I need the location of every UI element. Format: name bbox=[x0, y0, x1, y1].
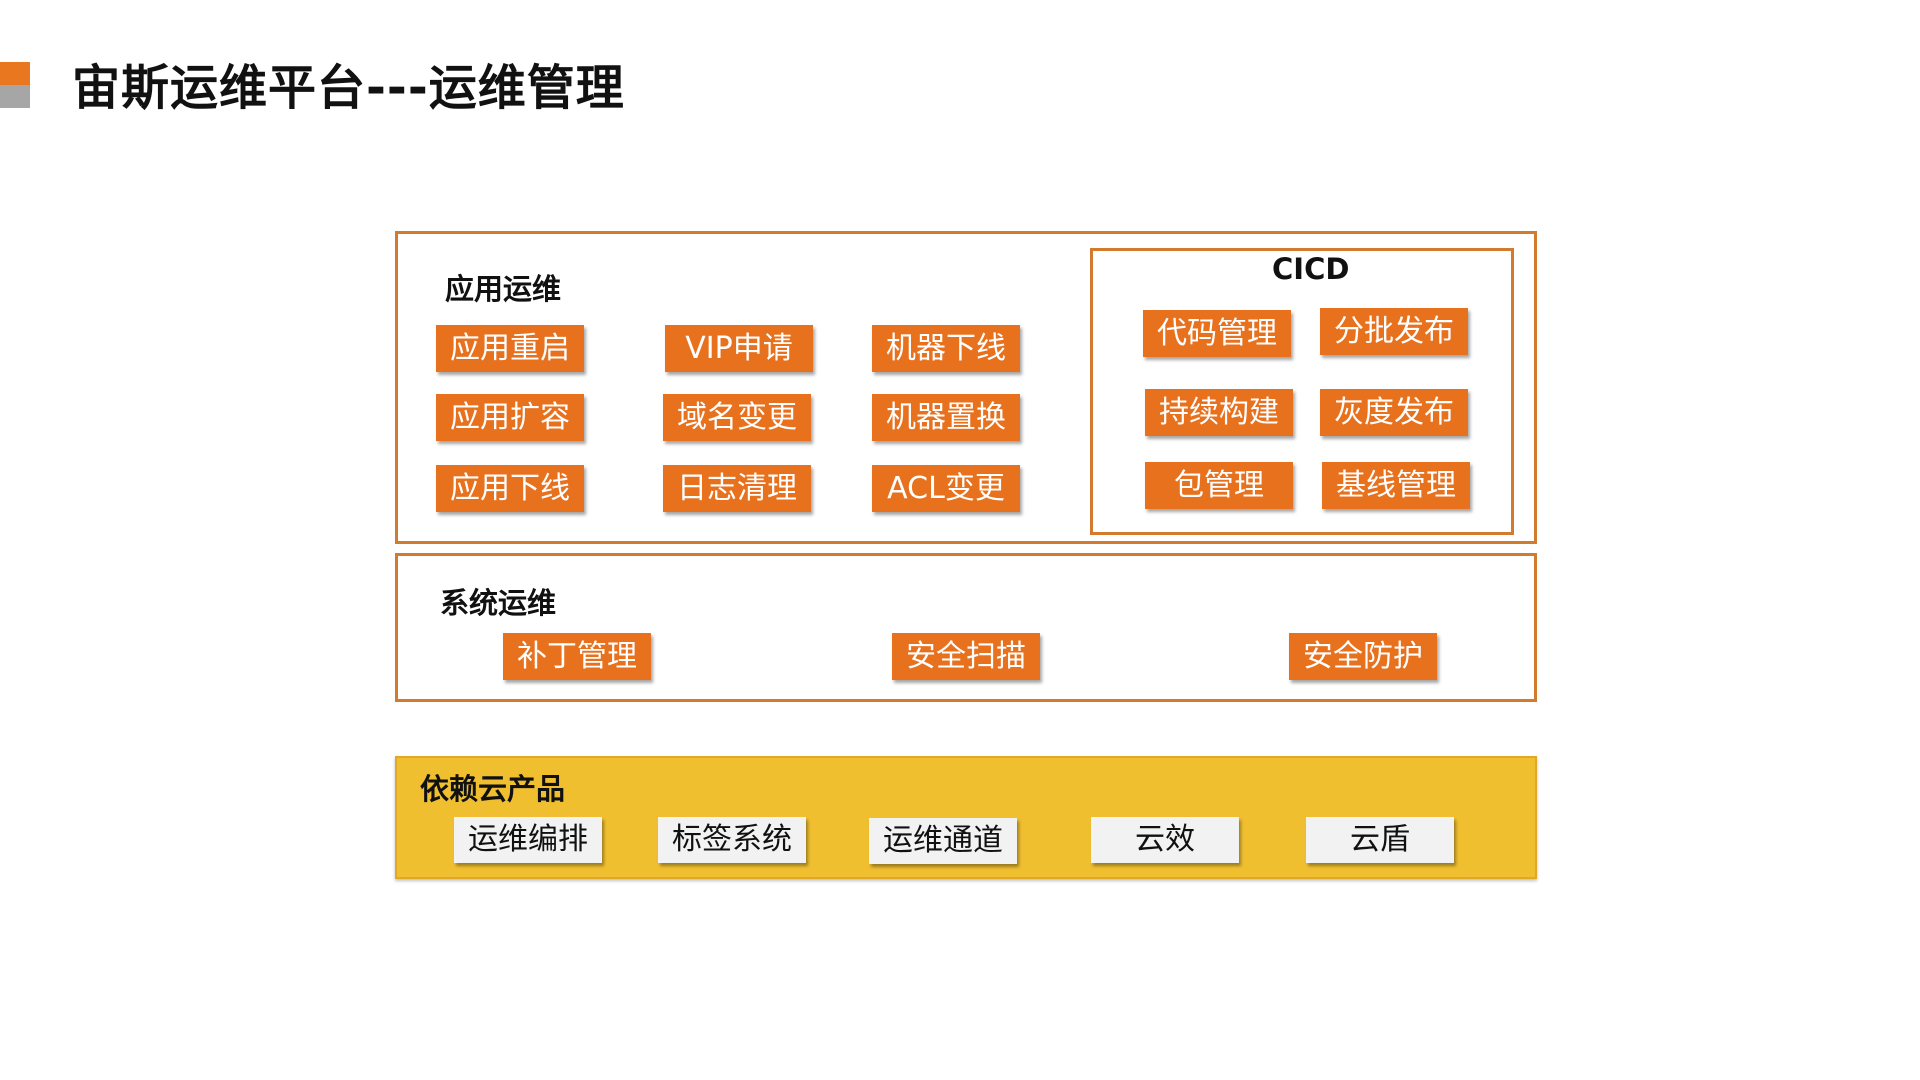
app-restart-button[interactable]: 应用重启 bbox=[436, 325, 584, 372]
vip-apply-button[interactable]: VIP申请 bbox=[665, 325, 813, 372]
log-cleanup-button[interactable]: 日志清理 bbox=[663, 465, 811, 512]
package-management-button[interactable]: 包管理 bbox=[1145, 462, 1293, 509]
continuous-build-button[interactable]: 持续构建 bbox=[1145, 389, 1293, 436]
app-ops-title: 应用运维 bbox=[445, 272, 562, 306]
cicd-title: CICD bbox=[1272, 252, 1350, 286]
patch-management-button[interactable]: 补丁管理 bbox=[503, 633, 651, 680]
baseline-management-button[interactable]: 基线管理 bbox=[1322, 462, 1470, 509]
gray-release-button[interactable]: 灰度发布 bbox=[1320, 389, 1468, 436]
cloud-products-title: 依赖云产品 bbox=[420, 772, 566, 806]
title-accent-gray bbox=[0, 85, 30, 108]
app-scale-button[interactable]: 应用扩容 bbox=[436, 394, 584, 441]
tag-system-button[interactable]: 标签系统 bbox=[658, 817, 806, 863]
machine-replace-button[interactable]: 机器置换 bbox=[872, 394, 1020, 441]
batch-release-button[interactable]: 分批发布 bbox=[1320, 308, 1468, 355]
yundun-button[interactable]: 云盾 bbox=[1306, 817, 1454, 863]
title-accent-orange bbox=[0, 62, 30, 85]
domain-change-button[interactable]: 域名变更 bbox=[663, 394, 811, 441]
acl-change-button[interactable]: ACL变更 bbox=[872, 465, 1020, 512]
code-management-button[interactable]: 代码管理 bbox=[1143, 310, 1291, 357]
machine-offline-button[interactable]: 机器下线 bbox=[872, 325, 1020, 372]
page-title: 宙斯运维平台---运维管理 bbox=[72, 60, 625, 116]
security-scan-button[interactable]: 安全扫描 bbox=[892, 633, 1040, 680]
ops-channel-button[interactable]: 运维通道 bbox=[869, 818, 1017, 864]
ops-orchestration-button[interactable]: 运维编排 bbox=[454, 817, 602, 863]
app-offline-button[interactable]: 应用下线 bbox=[436, 465, 584, 512]
yunxiao-button[interactable]: 云效 bbox=[1091, 817, 1239, 863]
sys-ops-title: 系统运维 bbox=[440, 586, 557, 620]
security-protection-button[interactable]: 安全防护 bbox=[1289, 633, 1437, 680]
